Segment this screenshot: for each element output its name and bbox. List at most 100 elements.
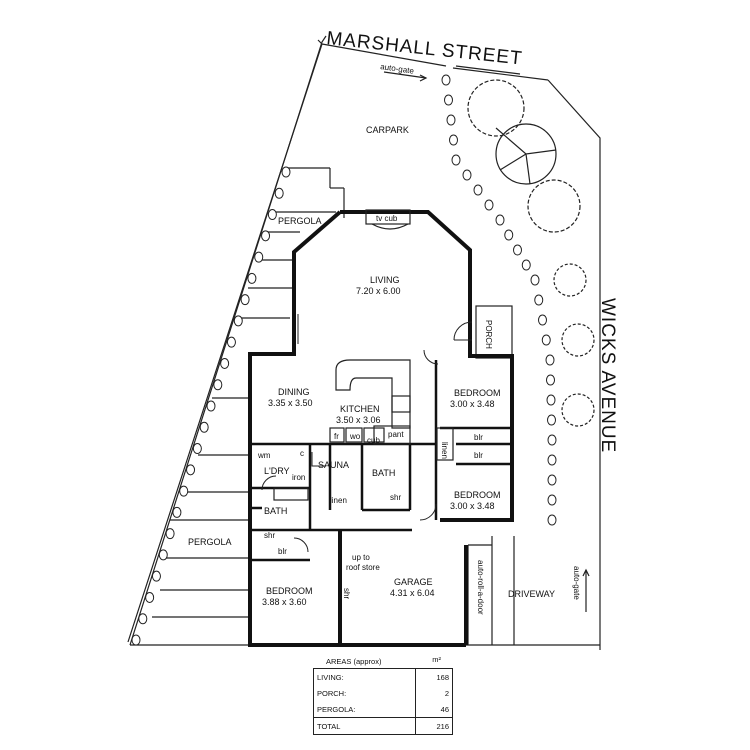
shrub [151, 570, 161, 582]
shrub [226, 336, 236, 348]
trees [467, 79, 595, 427]
iron-label: iron [292, 473, 305, 482]
cupboard-c-label: c [300, 449, 304, 458]
shrub [444, 94, 453, 106]
bedroom-ne-label: BEDROOM [454, 388, 501, 398]
shrub [267, 209, 277, 221]
shrub [473, 184, 483, 196]
area-value: 46 [415, 701, 453, 718]
street-name-north: MARSHALL STREET [325, 28, 523, 69]
up-to-label: up to [352, 553, 370, 562]
roof-store-label: roof store [346, 563, 380, 572]
shrub [521, 259, 531, 271]
hedge-east [441, 74, 557, 526]
shrub [446, 114, 456, 126]
shrub [495, 214, 505, 226]
auto-gate-east-label: auto-gate [572, 566, 581, 600]
total-value: 216 [415, 717, 453, 735]
shower-label: shr [264, 531, 275, 540]
bath-label: BATH [372, 468, 395, 478]
shrub [484, 199, 494, 211]
shower-label: shr [342, 588, 351, 599]
shrub [541, 334, 551, 346]
shrub [538, 314, 547, 326]
linen-label: linen [330, 496, 347, 505]
shrub [441, 74, 451, 86]
area-label: PORCH: [313, 685, 416, 701]
shrub [547, 514, 557, 526]
sauna-label: SAUNA [318, 460, 349, 470]
shrub [530, 274, 540, 286]
shower-label: shr [390, 493, 401, 502]
shrub [547, 494, 557, 506]
garage-label: GARAGE [394, 577, 433, 587]
street-name-east: WICKS AVENUE [597, 298, 618, 453]
kitchen-size: 3.50 x 3.06 [336, 415, 381, 425]
areas-rows: LIVING: 168 PORCH: 2 PERGOLA: 46 TOTAL 2… [313, 668, 453, 735]
built-in-robe-label: blr [474, 451, 483, 460]
areas-unit: m² [432, 655, 441, 664]
shrub [545, 354, 555, 366]
shrub [547, 454, 557, 466]
bedroom-sw-label: BEDROOM [266, 586, 313, 596]
bedroom-e-label: BEDROOM [454, 490, 501, 500]
area-value: 2 [415, 685, 453, 701]
areas-table: AREAS (approx) m² LIVING: 168 PORCH: 2 P… [313, 655, 453, 735]
kitchen-counters [273, 209, 454, 501]
living-label: LIVING [370, 275, 400, 285]
shrub [449, 134, 458, 146]
site-boundary [127, 35, 601, 650]
driveway-label: DRIVEWAY [508, 589, 555, 599]
living-size: 7.20 x 6.00 [356, 286, 401, 296]
shrub [254, 251, 264, 263]
table-row: PERGOLA: 46 [313, 701, 453, 718]
wall-oven-label: wo [349, 432, 361, 441]
shrub [261, 230, 271, 242]
shrub [274, 187, 284, 199]
shrub [206, 400, 216, 412]
shrub [240, 294, 250, 306]
shrub [546, 394, 556, 406]
shrub [534, 294, 544, 306]
shrub [220, 357, 230, 369]
shrub [462, 169, 472, 181]
shrub [158, 549, 168, 561]
roll-door-label: auto-roll-a-door [476, 560, 485, 615]
shrub [547, 474, 557, 486]
linen-closet-label: linen [440, 442, 449, 459]
pergola-north-label: PERGOLA [278, 216, 322, 226]
shrub [213, 379, 223, 391]
total-label: TOTAL [313, 717, 416, 735]
shrub [547, 414, 556, 426]
shrub [172, 506, 182, 518]
bedroom-e-size: 3.00 x 3.48 [450, 501, 495, 511]
table-row: LIVING: 168 [313, 668, 453, 685]
area-value: 168 [415, 668, 453, 685]
areas-header: AREAS (approx) m² [313, 655, 453, 668]
shrub [546, 374, 555, 386]
built-in-robe-label: blr [278, 547, 287, 556]
shrub [145, 591, 155, 603]
washing-machine-label: wm [257, 451, 271, 460]
shrub [138, 613, 148, 625]
shrub [131, 634, 141, 646]
kitchen-label: KITCHEN [340, 404, 380, 414]
built-in-robe-label: blr [474, 433, 483, 442]
shrub [504, 229, 514, 241]
shrub [179, 485, 189, 497]
shrub [192, 443, 202, 455]
fridge-label: fr [334, 432, 339, 441]
shrub [513, 244, 522, 256]
porch-label: PORCH [484, 320, 493, 349]
hedge-west [131, 166, 291, 646]
pergola-west-label: PERGOLA [188, 537, 232, 547]
table-row: PORCH: 2 [313, 685, 453, 701]
garage-size: 4.31 x 6.04 [390, 588, 435, 598]
shrub [547, 434, 557, 446]
bedroom-ne-size: 3.00 x 3.48 [450, 399, 495, 409]
area-label: LIVING: [313, 668, 416, 685]
shrub [281, 166, 291, 178]
dining-size: 3.35 x 3.50 [268, 398, 313, 408]
shrub [199, 421, 209, 433]
